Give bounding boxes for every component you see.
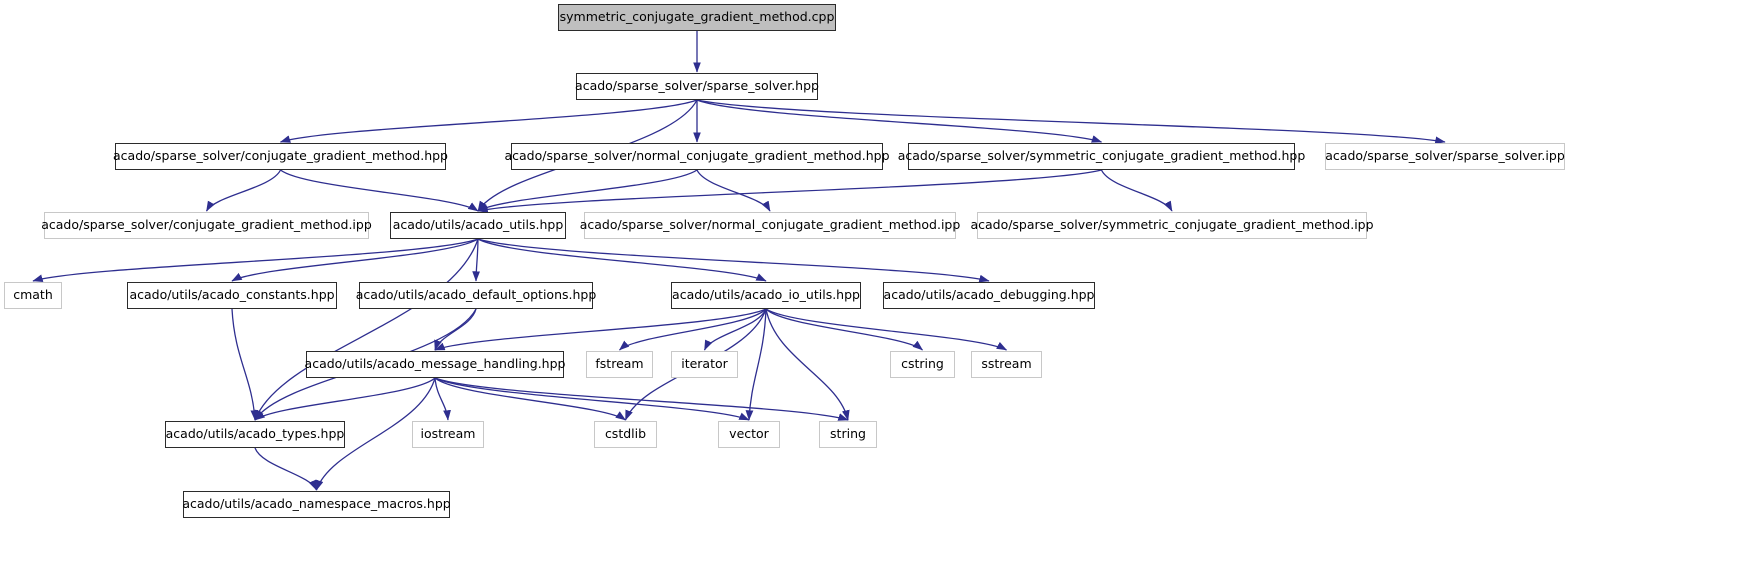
graph-edge: [434, 377, 849, 421]
graph-edge: [696, 99, 1446, 145]
graph-edge: [434, 308, 767, 351]
graph-node-label: fstream: [595, 356, 644, 372]
graph-node-label: acado/utils/acado_namespace_macros.hpp: [182, 496, 451, 512]
graph-edge: [703, 308, 767, 351]
graph-node-n21[interactable]: iostream: [412, 421, 484, 448]
graph-node-n7[interactable]: acado/utils/acado_utils.hpp: [390, 212, 566, 239]
graph-node-label: iterator: [681, 356, 728, 372]
graph-edge: [619, 308, 767, 351]
graph-edge: [32, 238, 479, 282]
graph-node-label: iostream: [420, 426, 476, 442]
graph-edge: [254, 238, 479, 421]
graph-node-n4[interactable]: acado/sparse_solver/symmetric_conjugate_…: [898, 143, 1305, 170]
graph-edge: [472, 238, 481, 282]
graph-node-n16[interactable]: fstream: [586, 351, 653, 378]
graph-node-label: acado/utils/acado_constants.hpp: [129, 287, 335, 303]
graph-edge: [477, 238, 767, 282]
graph-edge: [279, 99, 698, 143]
graph-edge: [280, 169, 479, 212]
graph-edge: [696, 169, 771, 212]
graph-node-n5[interactable]: acado/sparse_solver/sparse_solver.ipp: [1325, 143, 1565, 170]
graph-node-label: cstring: [901, 356, 944, 372]
graph-node-label: acado/sparse_solver/symmetric_conjugate_…: [897, 148, 1306, 164]
graph-node-n8[interactable]: acado/sparse_solver/normal_conjugate_gra…: [580, 212, 960, 239]
graph-edge: [765, 308, 924, 351]
graph-node-label: symmetric_conjugate_gradient_method.cpp: [559, 9, 835, 25]
graph-node-label: cmath: [13, 287, 53, 303]
graph-node-label: acado/sparse_solver/sparse_solver.hpp: [575, 78, 819, 94]
graph-node-n9[interactable]: acado/sparse_solver/symmetric_conjugate_…: [970, 212, 1374, 239]
graph-node-label: acado/utils/acado_debugging.hpp: [883, 287, 1095, 303]
graph-edge: [477, 238, 990, 283]
graph-node-n23[interactable]: vector: [718, 421, 780, 448]
graph-node-label: sstream: [981, 356, 1032, 372]
graph-node-n24[interactable]: string: [819, 421, 877, 448]
graph-node-label: acado/utils/acado_types.hpp: [165, 426, 345, 442]
graph-node-n19[interactable]: sstream: [971, 351, 1042, 378]
graph-node-n14[interactable]: acado/utils/acado_debugging.hpp: [883, 282, 1095, 309]
graph-edge: [477, 169, 1102, 213]
graph-edge: [434, 377, 627, 421]
graph-node-label: acado/sparse_solver/normal_conjugate_gra…: [504, 148, 890, 164]
graph-edge: [231, 238, 479, 282]
graph-node-n20[interactable]: acado/utils/acado_types.hpp: [165, 421, 345, 448]
graph-node-label: acado/utils/acado_utils.hpp: [392, 217, 564, 233]
graph-node-n3[interactable]: acado/sparse_solver/normal_conjugate_gra…: [504, 143, 890, 170]
graph-node-label: acado/sparse_solver/symmetric_conjugate_…: [970, 217, 1374, 233]
graph-node-n0[interactable]: symmetric_conjugate_gradient_method.cpp: [558, 4, 836, 31]
graph-node-label: acado/utils/acado_io_utils.hpp: [672, 287, 860, 303]
graph-node-n17[interactable]: iterator: [671, 351, 738, 378]
graph-edge: [434, 308, 477, 351]
graph-node-n25[interactable]: acado/utils/acado_namespace_macros.hpp: [182, 491, 451, 518]
graph-edge: [231, 308, 259, 421]
graph-edge: [1100, 169, 1173, 212]
graph-node-label: acado/sparse_solver/conjugate_gradient_m…: [41, 217, 372, 233]
graph-edge: [434, 377, 451, 421]
graph-edge: [477, 169, 698, 212]
graph-node-n12[interactable]: acado/utils/acado_default_options.hpp: [356, 282, 596, 309]
graph-edge: [254, 447, 318, 491]
graph-edge: [254, 377, 436, 421]
graph-edge: [765, 308, 1008, 351]
graph-node-n22[interactable]: cstdlib: [594, 421, 657, 448]
graph-node-n2[interactable]: acado/sparse_solver/conjugate_gradient_m…: [113, 143, 448, 170]
graph-node-n10[interactable]: cmath: [4, 282, 62, 309]
graph-node-label: acado/sparse_solver/normal_conjugate_gra…: [579, 217, 961, 233]
graph-node-n15[interactable]: acado/utils/acado_message_handling.hpp: [305, 351, 565, 378]
graph-edge: [765, 308, 850, 421]
graph-node-label: acado/utils/acado_message_handling.hpp: [304, 356, 566, 372]
graph-node-label: cstdlib: [604, 426, 647, 442]
graph-node-label: acado/utils/acado_default_options.hpp: [355, 287, 597, 303]
graph-node-n6[interactable]: acado/sparse_solver/conjugate_gradient_m…: [41, 212, 372, 239]
graph-node-n18[interactable]: cstring: [890, 351, 955, 378]
graph-edge: [205, 169, 282, 212]
graph-node-label: acado/sparse_solver/sparse_solver.ipp: [1325, 148, 1565, 164]
graph-node-label: acado/sparse_solver/conjugate_gradient_m…: [113, 148, 448, 164]
graph-node-n1[interactable]: acado/sparse_solver/sparse_solver.hpp: [575, 73, 819, 100]
graph-node-n11[interactable]: acado/utils/acado_constants.hpp: [127, 282, 337, 309]
graph-edge: [696, 99, 1103, 143]
graph-edge: [745, 308, 767, 421]
graph-node-label: string: [830, 426, 866, 442]
graph-node-n13[interactable]: acado/utils/acado_io_utils.hpp: [671, 282, 861, 309]
graph-node-label: vector: [729, 426, 769, 442]
graph-edge: [434, 377, 750, 421]
